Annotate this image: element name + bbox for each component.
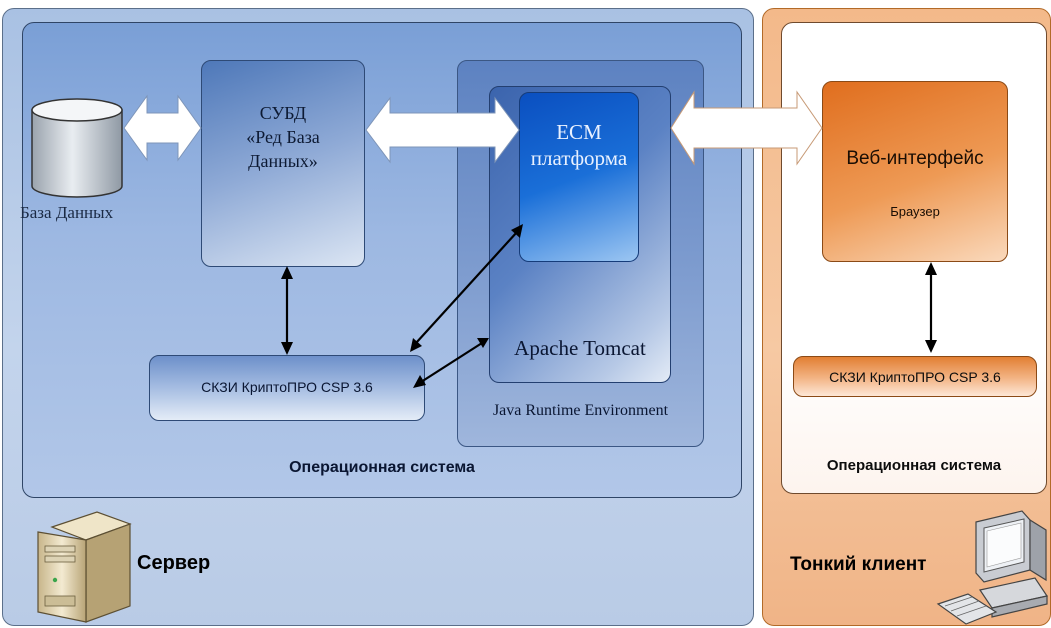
crypto-tomcat-link	[413, 338, 489, 388]
client-crypto-label: СКЗИ КриптоПРО CSP 3.6	[829, 369, 1001, 385]
dbms-label-line3: Данных»	[248, 151, 318, 171]
server-crypto-box	[149, 355, 425, 421]
web-interface-label: Веб-интерфейс	[846, 148, 984, 169]
client-label: Тонкий клиент	[790, 554, 927, 575]
ecm-web-arrow	[670, 90, 823, 166]
server-os-label: Операционная система	[289, 459, 475, 476]
desktop-computer-icon	[936, 510, 1048, 625]
dbms-ecm-arrow	[365, 96, 520, 164]
dbms-label-line2: «Ред База	[246, 127, 320, 147]
ecm-box	[519, 92, 639, 262]
dbms-label-line1: СУБД	[259, 103, 307, 123]
dbms-box	[201, 60, 365, 267]
dbms-crypto-link	[281, 266, 293, 355]
browser-label: Браузер	[890, 204, 940, 219]
client-os-label: Операционная система	[826, 457, 1002, 474]
server-crypto-label: СКЗИ КриптоПРО CSP 3.6	[201, 379, 373, 395]
dbms-label: СУБД «Ред База Данных»	[201, 101, 365, 173]
ecm-label-line1: ECM	[556, 120, 602, 144]
server-tower-icon	[37, 511, 132, 623]
db-dbms-arrow	[123, 94, 202, 162]
server-label: Сервер	[137, 552, 211, 574]
ecm-label: ECM платформа	[519, 119, 639, 171]
web-interface-box	[822, 81, 1008, 262]
web-crypto-link	[925, 262, 937, 353]
jre-label: Java Runtime Environment	[492, 402, 669, 419]
database-icon	[31, 98, 123, 198]
ecm-label-line2: платформа	[530, 146, 628, 170]
tomcat-label: Apache Tomcat	[514, 336, 646, 360]
crypto-ecm-link	[410, 224, 523, 352]
database-label: База Данных	[20, 203, 114, 222]
client-crypto-box	[793, 356, 1037, 397]
